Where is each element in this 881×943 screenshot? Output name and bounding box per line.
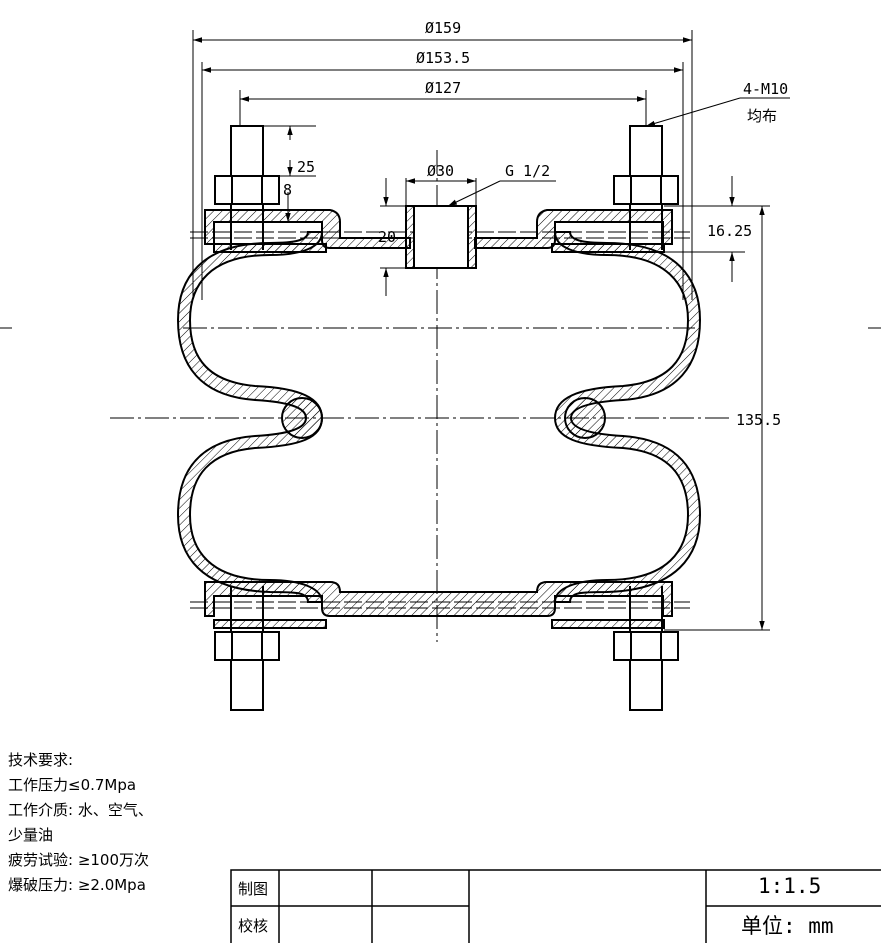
dimension-lines — [192, 30, 790, 631]
title-block-grid — [230, 869, 881, 943]
notes-working-pressure: 工作压力≤0.7Mpa — [8, 776, 137, 794]
dim-height-20: 20 — [378, 228, 396, 246]
bottom-cover-plate — [204, 581, 673, 629]
dim-thread-g12: G 1/2 — [505, 162, 550, 180]
top-cover-plate — [204, 209, 673, 253]
girdle-ring-left — [281, 397, 323, 439]
dim-diameter-159: Ø159 — [425, 19, 461, 37]
dim-diameter-30: Ø30 — [427, 162, 454, 180]
center-fitting — [405, 205, 477, 269]
girdle-ring-right — [564, 397, 606, 439]
scale-value: 1:1.5 — [758, 874, 822, 898]
dim-diameter-127: Ø127 — [425, 79, 461, 97]
checked-by-label: 校核 — [238, 917, 269, 935]
notes-fatigue-test: 疲劳试验: ≥100万次 — [8, 851, 150, 869]
unit-value: 单位: mm — [741, 914, 834, 938]
bolt-note-thread: 4-M10 — [743, 80, 788, 98]
notes-title: 技术要求: — [8, 751, 74, 769]
dim-diameter-153-5: Ø153.5 — [416, 49, 470, 67]
dim-length-8: 8 — [283, 181, 292, 199]
drawn-by-label: 制图 — [238, 880, 269, 898]
bolt-note-distribution: 均布 — [747, 107, 777, 125]
title-block: 制图 校核 1:1.5 单位: mm — [231, 870, 881, 943]
notes-burst-pressure: 爆破压力: ≥2.0Mpa — [8, 876, 146, 894]
technical-requirements: 技术要求: 工作压力≤0.7Mpa 工作介质: 水、空气、 少量油 疲劳试验: … — [8, 748, 153, 898]
bolt-top-left — [214, 125, 280, 250]
bolt-bottom-right — [613, 586, 679, 711]
dim-length-25: 25 — [297, 158, 315, 176]
dim-height-16-25: 16.25 — [707, 222, 752, 240]
bolt-bottom-left — [214, 586, 280, 711]
notes-working-medium-cont: 少量油 — [8, 826, 54, 844]
notes-working-medium: 工作介质: 水、空气、 — [8, 801, 153, 819]
dim-height-135-5: 135.5 — [736, 411, 781, 429]
bolt-top-right — [613, 125, 679, 250]
